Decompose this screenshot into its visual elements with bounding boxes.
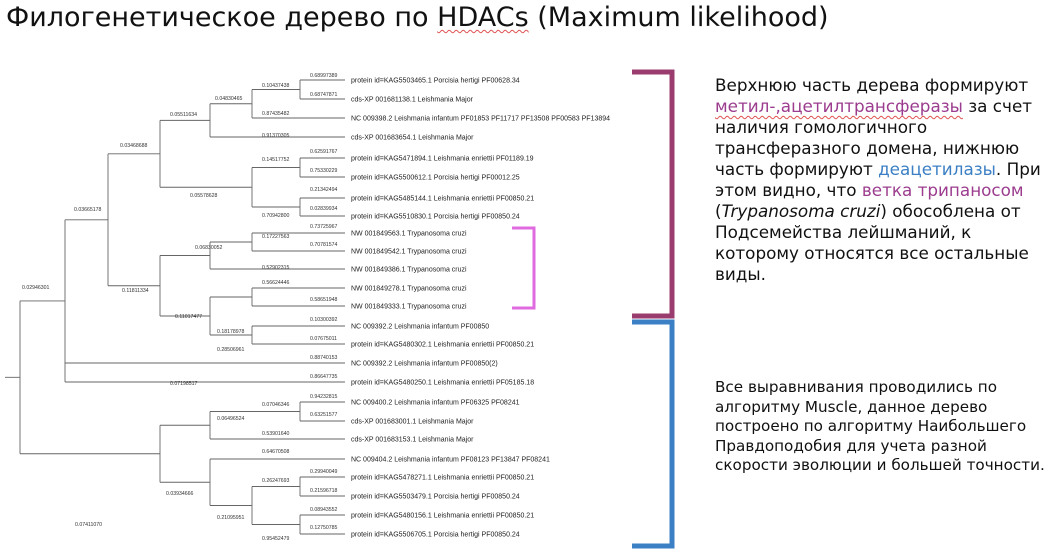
leaf-label: NW 001849542.1 Trypanosoma cruzi (351, 249, 467, 256)
branch-length-label: 0.07046346 (262, 402, 290, 408)
branch-length-label: 0.28506961 (217, 347, 245, 353)
branch-length-label: 0.10300392 (310, 317, 338, 323)
leaf-label: protein id=KAG5485144.1 Leishmania enrie… (351, 196, 534, 203)
branch-length-label: 0.52902315 (262, 265, 290, 271)
leaf-label: NW 001849278.1 Trypanosoma cruzi (351, 286, 467, 293)
leaf-label: protein id=KAG5480302.1 Leishmania enrie… (351, 342, 534, 349)
desc-text-1: Верхнюю часть дерева формируют (715, 75, 1029, 95)
branch-length-label: 0.07411070 (75, 522, 102, 528)
branch-length-label: 0.56624446 (262, 280, 290, 286)
leaf-label: cds-XP 001683654.1 Leishmania Major (351, 135, 474, 142)
deacetylase-bracket (632, 319, 675, 549)
branch-length-label: 0.75330229 (310, 168, 338, 174)
branch-length-label: 0.03665178 (74, 207, 102, 213)
branch-length-label: 0.58651948 (310, 297, 338, 303)
transferase-bracket (632, 69, 675, 319)
leaf-label: NC 009404.2 Leishmania infantum PF08123 … (351, 457, 550, 464)
leaf-label: protein id=KAG5503465.1 Porcisia hertigi… (351, 78, 520, 85)
title-suffix: (Maximum likelihood) (528, 2, 829, 33)
leaf-label: NC 009392.2 Leishmania infantum PF00850 (351, 324, 489, 331)
branch-length-label: 0.63251577 (310, 412, 338, 418)
leaf-label: NW 001849333.1 Trypanosoma cruzi (351, 304, 467, 311)
branch-length-label: 0.87435482 (262, 111, 290, 117)
branch-length-label: 0.14517752 (262, 157, 290, 163)
branch-length-label: 0.26247693 (262, 478, 290, 484)
branch-length-label: 0.07675011 (310, 336, 337, 342)
leaf-label: protein id=KAG5510830.1 Porcisia hertigi… (351, 214, 520, 221)
branch-length-label: 0.21342494 (310, 187, 338, 193)
leaf-label: NC 009398.2 Leishmania infantum PF01853 … (351, 116, 610, 123)
branch-length-label: 0.02839934 (310, 206, 338, 212)
branch-length-label: 0.18178978 (217, 329, 245, 335)
leaf-label: protein id=KAG5506705.1 Porcisia hertigi… (351, 532, 520, 539)
leaf-label: cds-XP 001683153.1 Leishmania Major (351, 437, 474, 444)
branch-length-label: 0.05511634 (170, 112, 197, 118)
leaf-label: NW 001849386.1 Trypanosoma cruzi (351, 267, 467, 274)
desc-transferases: метил-,ацетилтрансферазы (715, 96, 963, 116)
branch-length-label: 0.10437438 (262, 83, 290, 89)
branch-length-label: 0.68747871 (310, 92, 338, 98)
slide-title: Филогенетическое дерево по HDACs (Maximu… (6, 2, 829, 33)
branch-length-label: 0.91370305 (262, 133, 290, 139)
desc-text-2: за счет наличия гомологичного трансфераз… (715, 96, 1033, 179)
branch-length-label: 0.29940049 (310, 469, 338, 475)
leaf-label: cds-XP 001681138.1 Leishmania Major (351, 97, 474, 104)
desc-text-3: . При этом видно, что (715, 159, 1041, 200)
leaf-label: protein id=KAG5503479.1 Porcisia hertigi… (351, 494, 520, 501)
leaf-label: protein id=KAG5500612.1 Porcisia hertigi… (351, 175, 520, 182)
branch-length-label: 0.53901640 (262, 431, 290, 437)
leaf-label: protein id=KAG5480250.1 Leishmania enrie… (351, 380, 534, 387)
branch-length-label: 0.86647735 (310, 374, 338, 380)
branch-length-label: 0.68997389 (310, 73, 338, 79)
branch-length-label: 0.88740153 (310, 355, 338, 361)
branch-length-label: 0.70781574 (310, 242, 338, 248)
branch-length-label: 0.06830052 (195, 245, 223, 251)
branch-length-label: 0.11811334 (122, 288, 149, 294)
branch-length-label: 0.03468688 (120, 143, 148, 149)
leaf-label: protein id=KAG5478271.1 Leishmania enrie… (351, 475, 534, 482)
branch-length-label: 0.03934666 (166, 491, 194, 497)
branch-length-label: 0.07198517 (170, 381, 198, 387)
phylogenetic-tree: protein id=KAG5503465.1 Porcisia hertigi… (5, 69, 675, 549)
desc-species: Trypanosoma cruzi (721, 201, 881, 221)
desc-deacetylases: деацетилазы (878, 159, 996, 179)
branch-length-label: 0.12750785 (310, 525, 338, 531)
leaf-label: protein id=KAG5471894.1 Leishmania enrie… (351, 156, 534, 163)
title-hdacs: HDACs (437, 2, 529, 33)
branch-length-label: 0.21596718 (310, 488, 338, 494)
desc-text-5: ) обособлена от Подсемейства лейшманий, … (715, 201, 1029, 284)
leaf-label: protein id=KAG5480156.1 Leishmania enrie… (351, 513, 534, 520)
desc-trypanosome-branch: ветка трипаносом (861, 180, 1024, 200)
branch-length-label: 0.73725967 (310, 224, 338, 230)
trypanosoma-bracket (512, 226, 536, 310)
branch-length-label: 0.70942800 (262, 213, 290, 219)
leaf-label: cds-XP 001683001.1 Leishmania Major (351, 419, 474, 426)
title-prefix: Филогенетическое дерево по (6, 2, 438, 33)
leaf-label: NC 009400.2 Leishmania infantum PF06325 … (351, 400, 520, 407)
description-main: Верхнюю часть дерева формируют метил-,ац… (715, 75, 1055, 285)
branch-length-label: 0.04830465 (215, 96, 243, 102)
branch-length-label: 0.94232815 (310, 394, 338, 400)
branch-length-label: 0.08943552 (310, 507, 338, 513)
branch-length-label: 0.02946301 (22, 285, 50, 291)
desc-text-4: ( (715, 201, 722, 221)
description-method: Все выравнивания проводились по алгоритм… (715, 378, 1045, 474)
branch-length-label: 0.95452479 (262, 536, 290, 542)
branch-length-label: 0.17227563 (262, 234, 290, 240)
leaf-label: NW 001849563.1 Trypanosoma cruzi (351, 231, 467, 238)
branch-length-label: 0.06496524 (217, 416, 245, 422)
leaf-label: NC 009392.2 Leishmania infantum PF00850(… (351, 361, 498, 368)
branch-length-label: 0.64670508 (262, 449, 290, 455)
branch-length-label: 0.11017477 (175, 314, 202, 320)
branch-length-label: 0.05578628 (190, 193, 218, 199)
branch-length-label: 0.21095951 (217, 515, 245, 521)
branch-length-label: 0.62591767 (310, 149, 338, 155)
